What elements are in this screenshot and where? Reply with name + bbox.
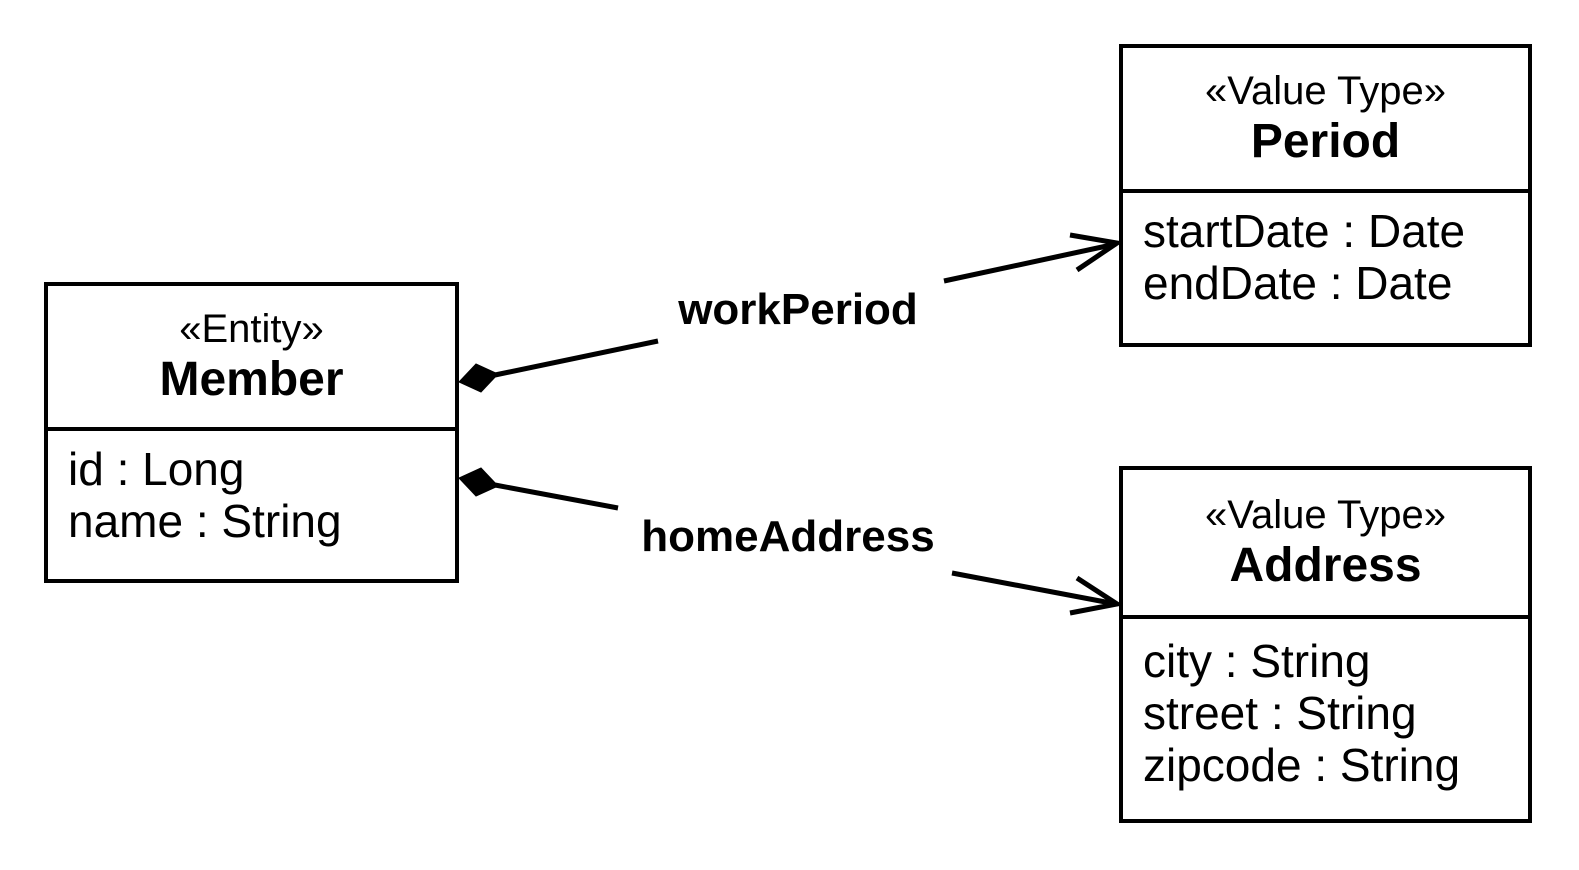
attribute-section-period: startDate : Date endDate : Date bbox=[1123, 193, 1528, 343]
attribute-row: endDate : Date bbox=[1143, 257, 1453, 309]
attribute-row: street : String bbox=[1143, 687, 1417, 739]
class-name-member: Member bbox=[159, 352, 344, 406]
relation-line-segment bbox=[494, 482, 619, 511]
relation-label-homeaddress: homeAddress bbox=[641, 512, 935, 561]
class-box-address: «Value Type» Address city : String stree… bbox=[1119, 466, 1532, 823]
stereotype-label: «Entity» bbox=[179, 306, 324, 351]
class-name-period: Period bbox=[1250, 114, 1401, 168]
attribute-section-member: id : Long name : String bbox=[48, 431, 455, 579]
stereotype-label: «Value Type» bbox=[1205, 68, 1446, 113]
class-box-period: «Value Type» Period startDate : Date end… bbox=[1119, 44, 1532, 347]
attribute-row: zipcode : String bbox=[1143, 739, 1461, 791]
class-name-address: Address bbox=[1229, 538, 1422, 592]
relation-line-segment bbox=[951, 570, 1117, 607]
attribute-row: city : String bbox=[1143, 635, 1371, 687]
attribute-row: name : String bbox=[68, 495, 342, 547]
open-arrowhead-icon bbox=[1069, 232, 1124, 273]
attribute-row: id : Long bbox=[68, 443, 245, 495]
stereotype-label: «Value Type» bbox=[1205, 492, 1446, 537]
composition-diamond-icon bbox=[458, 363, 499, 393]
class-header-member: «Entity» Member bbox=[48, 286, 455, 431]
composition-diamond-icon bbox=[458, 467, 499, 497]
class-box-member: «Entity» Member id : Long name : String bbox=[44, 282, 459, 583]
attribute-section-address: city : String street : String zipcode : … bbox=[1123, 619, 1528, 819]
class-header-address: «Value Type» Address bbox=[1123, 470, 1528, 619]
relation-line-segment bbox=[943, 241, 1117, 284]
open-arrowhead-icon bbox=[1069, 575, 1124, 616]
attribute-row: startDate : Date bbox=[1143, 205, 1466, 257]
composition-connector-workperiod bbox=[458, 232, 1124, 393]
composition-connector-homeaddress bbox=[458, 467, 1124, 616]
relation-label-workperiod: workPeriod bbox=[678, 285, 918, 334]
class-header-period: «Value Type» Period bbox=[1123, 48, 1528, 193]
relation-line-segment bbox=[494, 338, 659, 378]
